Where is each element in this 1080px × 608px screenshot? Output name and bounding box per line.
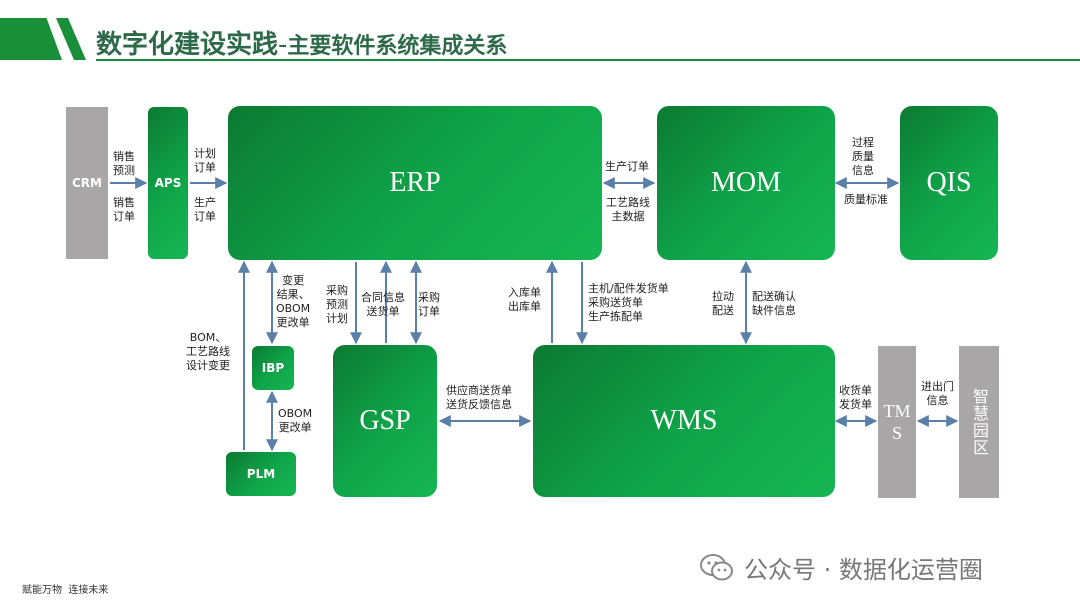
watermark-text: 公众号 · 数据化运营圈 [744,556,983,584]
label-gsp-erp-forecast: 采购 预测 计划 [326,284,348,325]
label-aps-erp-production: 生产 订单 [194,196,216,223]
footer-slogan: 赋能万物 连接未来 [22,585,109,596]
title-separator: - [278,30,288,60]
ibp-box: IBP [252,346,294,390]
label-mom-wms-pull: 拉动 配送 [712,290,734,317]
erp-box: ERP [228,106,602,260]
plm-label: PLM [246,467,276,481]
gsp-box: GSP [333,345,437,497]
title-accent [0,18,62,60]
wms-label: WMS [650,405,718,436]
watermark: 公众号 · 数据化运营圈 [700,550,983,585]
label-erp-mom-routing: 工艺路线 主数据 [606,196,650,223]
title-underline [96,59,1080,61]
qis-box: QIS [900,106,998,260]
label-tms-park-gate: 进出门 信息 [921,380,954,407]
aps-label: APS [154,176,182,190]
wechat-icon [700,553,734,582]
park-box: 智慧园区 [959,346,999,498]
label-gsp-erp-contract: 合同信息 送货单 [361,291,405,318]
park-label: 智慧园区 [970,388,989,456]
label-erp-ibp-change: 变更 结果、 OBOM 更改单 [276,274,311,329]
label-gsp-wms-delivery: 供应商送货单 送货反馈信息 [446,384,512,411]
crm-label: CRM [72,176,102,190]
page-title: 数字化建设实践-主要软件系统集成关系 [96,24,507,61]
title-sub: 主要软件系统集成关系 [287,34,508,59]
label-wms-erp-inout: 入库单 出库单 [508,286,541,313]
label-aps-erp-plan: 计划 订单 [194,147,216,174]
gsp-label: GSP [359,405,411,436]
title-main: 数字化建设实践 [96,30,279,60]
title-accent-stripe [56,18,86,60]
label-plm-erp-bom: BOM、 工艺路线 设计变更 [186,331,230,372]
title-bar: 数字化建设实践-主要软件系统集成关系 [0,0,1080,62]
label-mom-wms-confirm: 配送确认 缺件信息 [752,290,796,317]
tms-label: TMS [883,401,911,443]
label-mom-qis-process: 过程 质量 信息 [852,136,874,177]
label-crm-aps-forecast: 销售 预测 [113,150,135,177]
label-crm-aps-order: 销售 订单 [113,196,135,223]
crm-box: CRM [66,107,108,259]
tms-box: TMS [878,346,916,498]
wms-box: WMS [533,345,835,497]
label-erp-wms-shipping: 主机/配件发货单 采购送货单 生产拣配单 [588,282,669,323]
label-plm-ibp-obom: OBOM 更改单 [278,407,313,434]
plm-box: PLM [226,452,296,496]
ibp-label: IBP [261,361,285,375]
qis-label: QIS [926,167,972,198]
mom-label: MOM [710,167,781,198]
label-erp-mom-order: 生产订单 [605,160,649,173]
erp-label: ERP [389,167,441,198]
label-wms-tms-receipt: 收货单 发货单 [839,384,872,411]
label-mom-qis-standard: 质量标准 [844,193,888,206]
mom-box: MOM [657,106,835,260]
aps-box: APS [148,107,188,259]
label-gsp-erp-po: 采购 订单 [418,291,440,318]
